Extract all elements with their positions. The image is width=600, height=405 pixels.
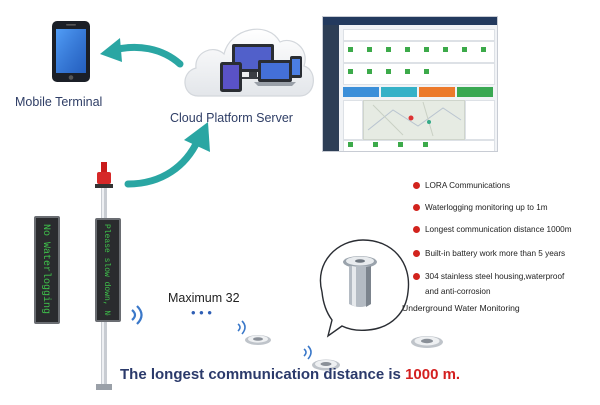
ground-sensor-2 [303,345,340,371]
cloud-icon [184,28,314,97]
arrow-to-mobile-icon [100,38,184,68]
cloud-platform-server-label: Cloud Platform Server [170,111,293,125]
pole-led-text: Please slow down, No Waterlogging [102,224,111,316]
left-led-text: No Waterlogging [40,224,51,315]
maximum-devices-label: Maximum 32 [168,291,240,305]
feature-text: LORA Communications [425,181,511,190]
statement-prefix: The longest communication distance is [120,366,406,383]
mobile-terminal-label: Mobile Terminal [15,95,103,109]
feature-text: Waterlogging monitoring up to 1m [425,203,548,212]
feature-text: 304 stainless steel housing,waterproof [425,272,565,281]
ground-sensor-1 [237,320,271,345]
arrow-to-cloud-icon [124,122,210,188]
red-beacon-icon [95,162,113,188]
bullet-icon [413,226,420,233]
statement-highlight: 1000 m. [405,366,461,383]
tablet-icon [220,62,242,92]
pole-led-panel: Please slow down, No Waterlogging [95,218,121,322]
left-led-panel: No Waterlogging [34,216,60,324]
mobile-phone-icon [52,21,90,82]
underground-water-monitoring-label: Underground Water Monitoring [402,303,520,313]
ellipsis-dots: • • • [191,305,212,320]
longest-distance-statement: The longest communication distance is 10… [120,366,460,383]
wifi-signal-icon [131,305,143,325]
feature-text: Longest communication distance 1000m [425,225,572,234]
bullet-icon [413,204,420,211]
dashboard-screenshot [322,16,498,152]
ground-sensor-3 [411,336,443,348]
bullet-icon [413,273,420,280]
bullet-icon [413,182,420,189]
underground-sensor-callout [319,239,410,338]
feature-text: and anti-corrosion [425,287,491,296]
feature-text: Built-in battery work more than 5 years [425,249,566,258]
bullet-icon [413,250,420,257]
